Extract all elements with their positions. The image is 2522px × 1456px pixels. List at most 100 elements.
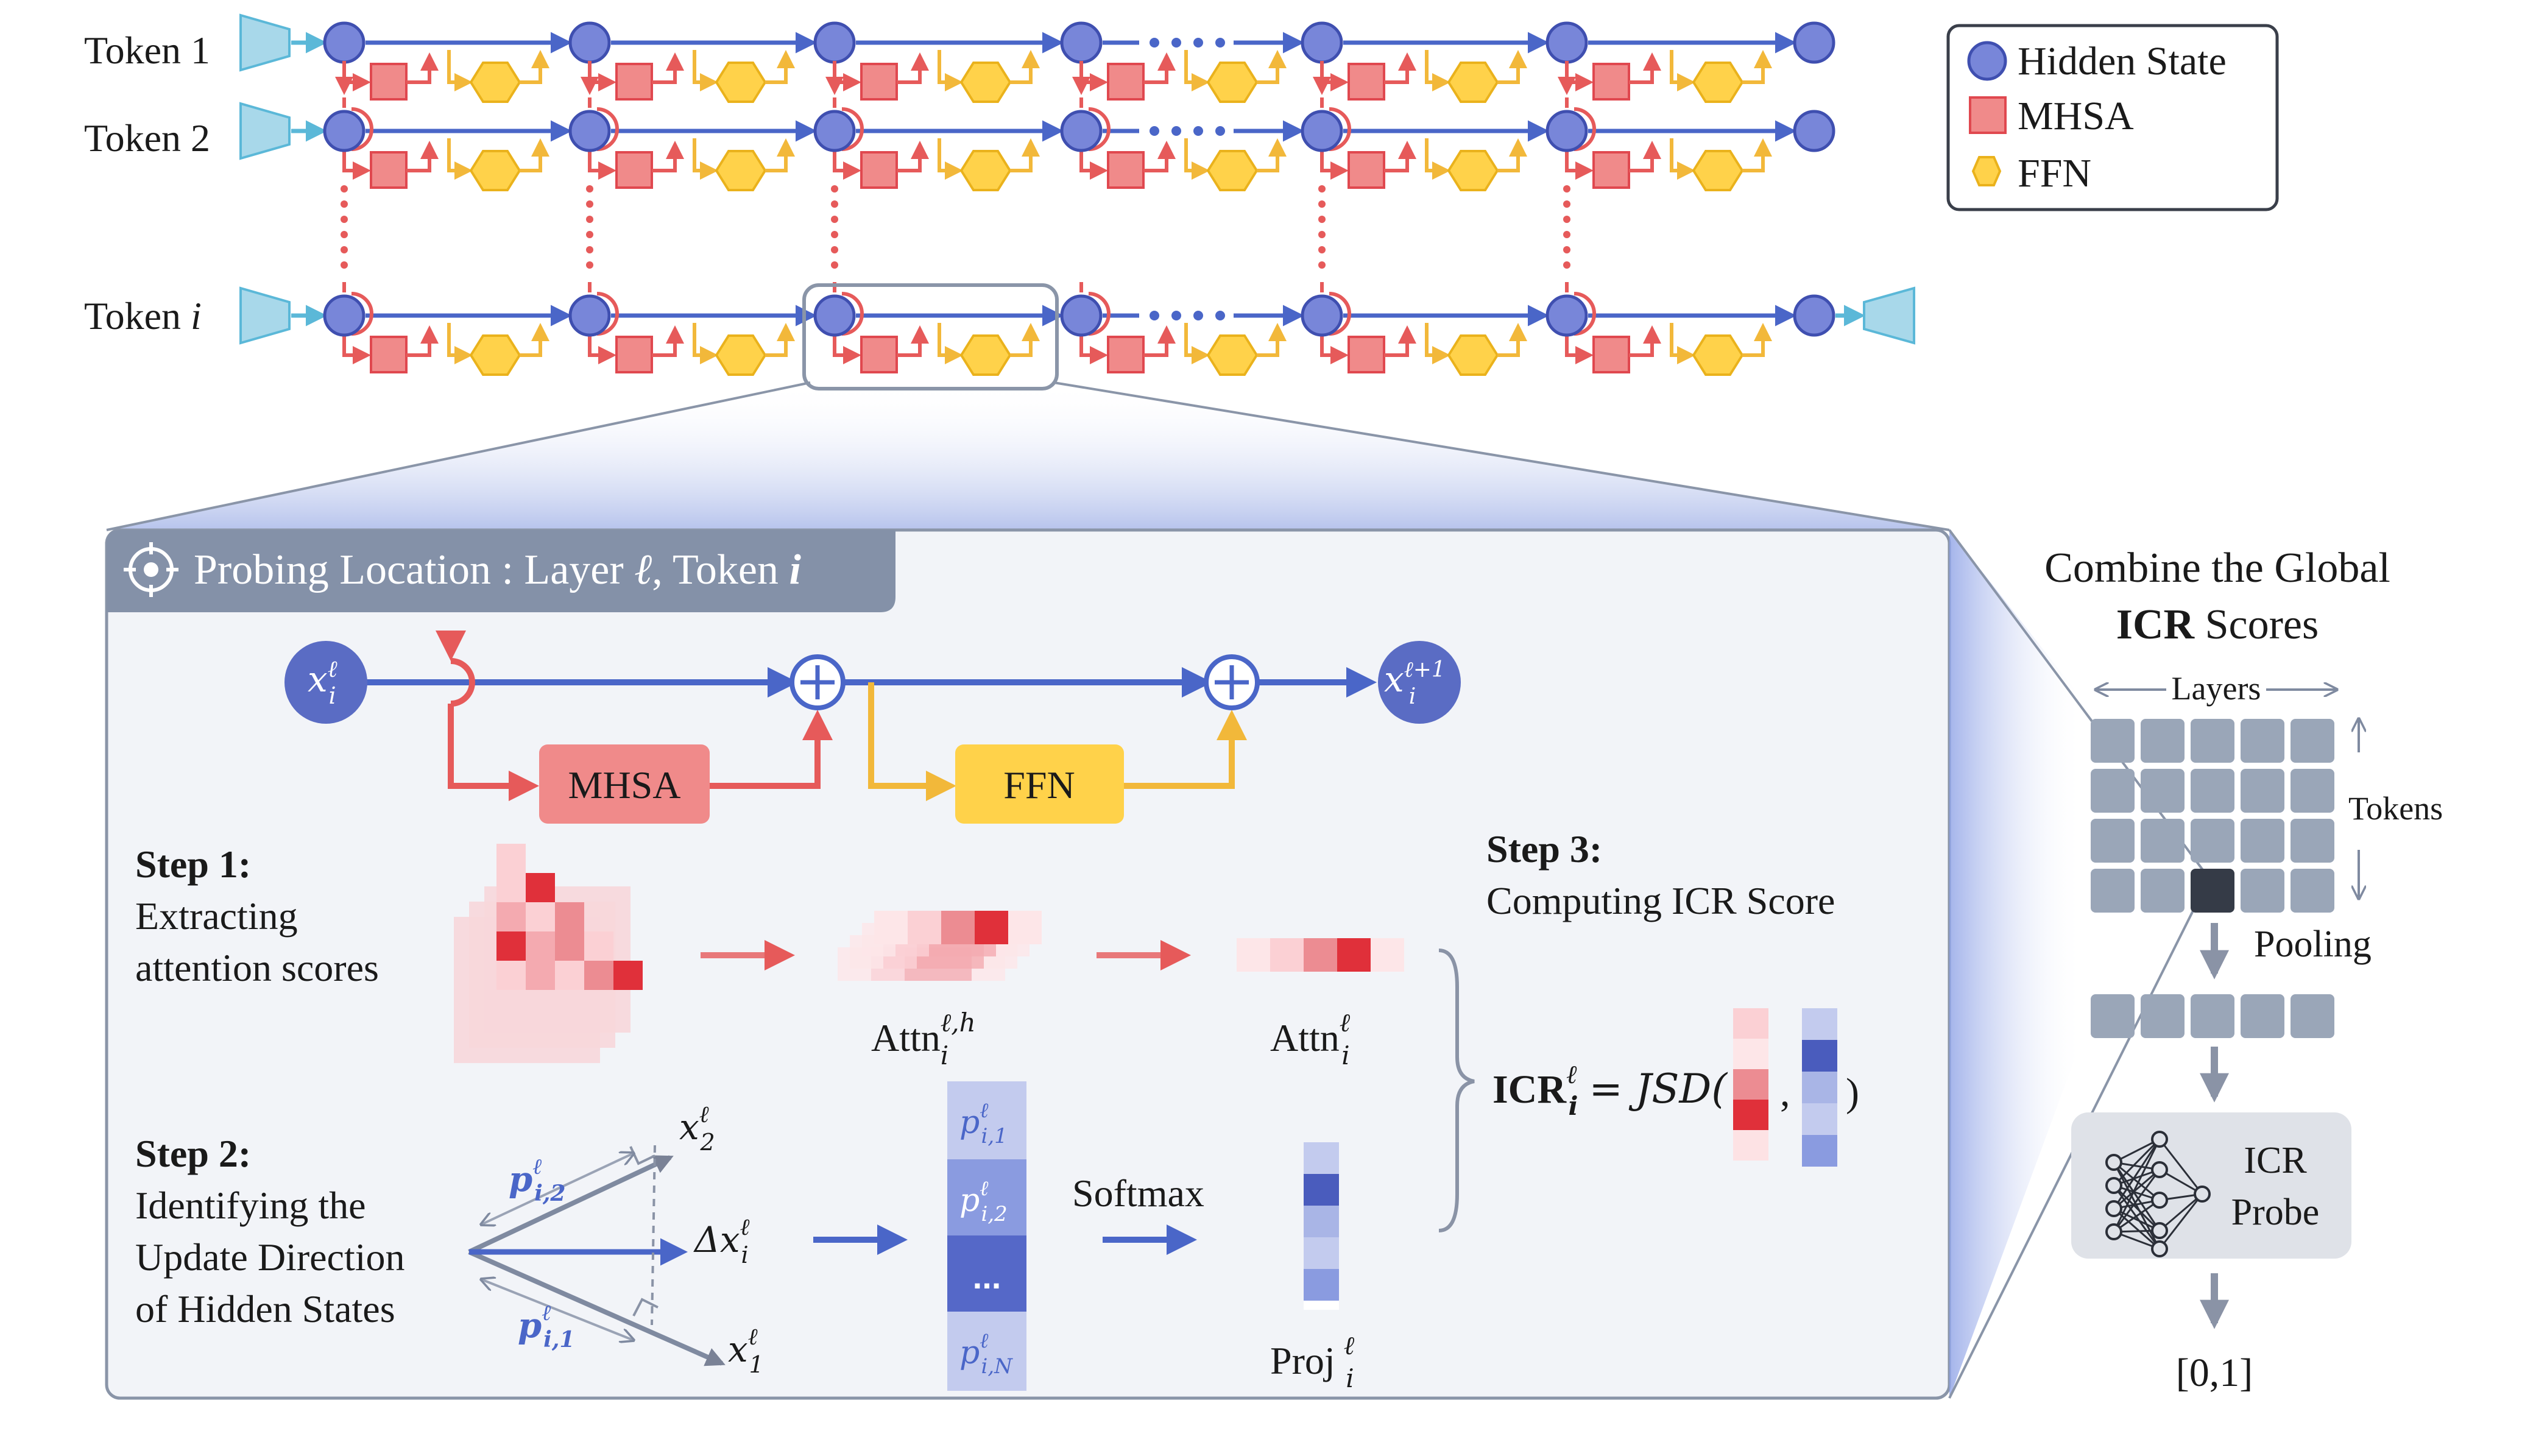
mhsa-input-line [588,149,616,180]
vertical-dot [586,231,593,238]
nn-edge [2113,1161,2160,1201]
ffn-input-line [1184,323,1210,364]
attn-head-cell [941,911,975,944]
nn-edge [2113,1168,2160,1210]
mhsa-square [1107,151,1145,189]
vertical-dot [1563,200,1570,208]
step1-title: Step 1: [135,843,251,886]
score-cell [2141,769,2185,813]
ffn-hexagon [469,62,521,103]
mhsa-input-line [1565,149,1594,180]
step2-line1: Identifying the [135,1184,366,1227]
score-cell [2091,719,2135,763]
vertical-dot [341,185,348,193]
attn-cell [496,844,526,873]
score-cell [2091,819,2135,863]
hidden-state-node [813,21,856,64]
attn-cell [496,931,526,961]
ffn-input-line [1184,50,1210,91]
token-i-label: Token i [84,294,202,337]
score-cell [2191,769,2234,813]
ffn-input-line [447,138,473,180]
vertical-dot [1318,246,1326,253]
ellipsis-dot [1150,126,1159,136]
zoom-line-left [106,381,811,531]
attn-hop [1088,107,1111,151]
attn-head-cell [874,911,908,944]
mhsa-input-line [833,61,861,91]
hidden-state-node [1545,110,1588,152]
icr-score-grid [2091,719,2334,913]
mhsa-output-line [1629,141,1661,172]
probing-location-highlight [802,283,1059,391]
hidden-state-node [568,294,611,337]
ffn-hexagon [1206,150,1259,191]
mhsa-input-line [342,149,371,180]
legend-ffn-icon [1971,156,2002,186]
hidden-state-node [1793,21,1835,64]
hidden-state-node [323,294,366,337]
vertical-dot [831,185,838,193]
ffn-hexagon [715,334,767,376]
vertical-dot [586,185,593,193]
score-cell [2291,819,2334,863]
mhsa-output-line [406,325,439,357]
mhsa-output-line [1143,141,1176,172]
hidden-state-node [568,21,611,64]
ffn-input-line [1425,138,1450,180]
pooled-cell [2091,994,2135,1038]
ffn-output-line [1742,323,1772,357]
attn-head-cell [1008,911,1042,944]
mhsa-output-line [1143,325,1176,357]
step2-line3: of Hidden States [135,1287,395,1331]
right-title-2: ICR Scores [2116,601,2319,648]
step2-title: Step 2: [135,1132,251,1175]
ffn-output-line [1497,323,1527,357]
ffn-hexagon [959,334,1012,376]
step1-line2: attention scores [135,946,379,989]
score-cell [2141,719,2185,763]
tokens-label: Tokens [2348,790,2443,827]
vertical-dot [1563,246,1570,253]
mhsa-square [860,63,898,101]
attn-cell [555,902,584,931]
mhsa-output-line [652,325,684,357]
hidden-state-node [1060,294,1103,337]
layers-label: Layers [2172,670,2261,707]
ffn-input-line [1670,138,1695,180]
ffn-hexagon [1447,62,1499,103]
nn-neuron [2105,1154,2122,1171]
mhsa-output-line [652,141,684,172]
legend: Hidden State MHSA FFN [1946,24,2279,211]
token-input-shape [239,102,291,160]
vertical-dot [1563,261,1570,269]
icr-proj-column [1802,1008,1837,1167]
ffn-hexagon [715,150,767,191]
mhsa-square [1348,151,1385,189]
pooling-label: Pooling [2254,924,2372,965]
mhsa-input-line [1079,61,1108,91]
output-label: [0,1] [2176,1351,2253,1395]
nn-edge [2113,1162,2161,1231]
ffn-input-line [938,138,963,180]
attn-cell [555,961,584,990]
ffn-hexagon [1692,62,1744,103]
hidden-state-node [323,110,366,152]
x-in-node [284,641,367,724]
attention-head-rows [838,911,1042,981]
ffn-hexagon [1206,334,1259,376]
attn-avg-cell [1237,938,1270,972]
mhsa-input-line [342,334,371,364]
vertical-dot [831,216,838,223]
transformer-network [239,13,1915,376]
ffn-output-line [1010,50,1040,84]
token-2-label: Token 2 [84,116,210,160]
attn-cell [496,902,526,931]
mhsa-input-line [1079,149,1108,180]
ffn-output-line [520,138,549,172]
